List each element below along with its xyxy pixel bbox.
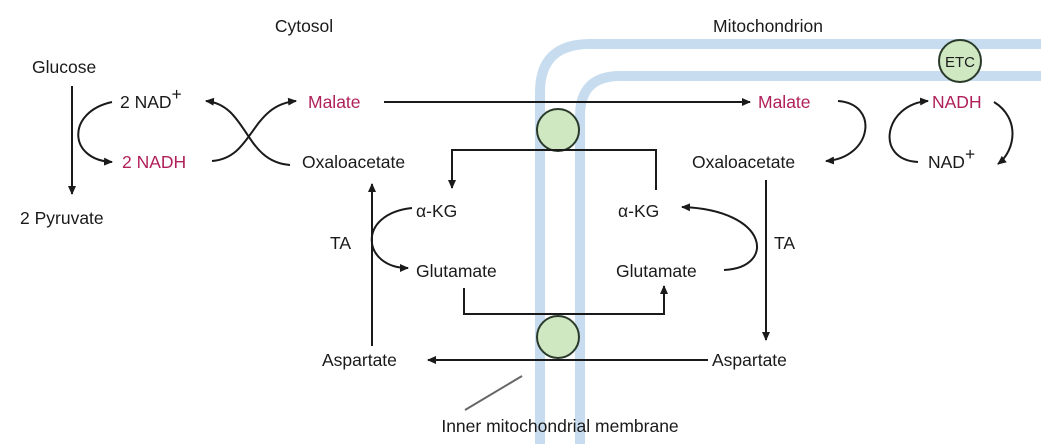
cytosol-akg-label: α-KG <box>416 201 457 221</box>
mito-nadh-to-nad-arrow <box>993 101 1014 165</box>
text-fragment: α <box>416 201 426 221</box>
cytosol-glutamate-label: Glutamate <box>416 261 497 281</box>
text-fragment: + <box>172 84 182 104</box>
pyruvate-label: 2 Pyruvate <box>20 208 104 228</box>
mito-nad-label: NAD+ <box>928 144 975 172</box>
membrane-label: Inner mitochondrial membrane <box>441 416 678 436</box>
mito-ta-label: TA <box>774 233 795 253</box>
text-fragment: NAD <box>928 152 965 172</box>
mito-nadh-label: NADH <box>932 92 982 112</box>
text-fragment: α <box>618 201 628 221</box>
cyto-ta-akg-to-glu-arc <box>370 207 413 272</box>
cytosol-aspartate-label: Aspartate <box>322 350 397 370</box>
mito-ta-glu-to-akg-arc <box>681 203 759 271</box>
malate-akg-antiporter <box>536 108 580 152</box>
inner-mitochondrial-membrane <box>535 39 1041 444</box>
mito-malate-label: Malate <box>758 92 811 112</box>
text-fragment: -KG <box>628 201 659 221</box>
cytosol-oxaloacetate-label: Oxaloacetate <box>302 152 405 172</box>
mito-aspartate-label: Aspartate <box>712 350 787 370</box>
glutamate-aspartate-antiporter <box>536 315 580 359</box>
etc-complex <box>938 39 982 83</box>
cyto-mdh-arc-red <box>211 97 297 162</box>
mito-mdh-arc-ox <box>825 100 867 165</box>
membrane-pointer-line <box>464 375 523 411</box>
mito-akg-label: α-KG <box>618 201 659 221</box>
mito-oxaloacetate-label: Oxaloacetate <box>692 152 795 172</box>
text-fragment: -KG <box>426 201 457 221</box>
glycolysis-nadh-label: 2 NADH <box>122 152 186 172</box>
mito-mdh-arc-nad <box>888 97 929 163</box>
glycolysis-nad-label: 2 NAD+ <box>120 84 182 112</box>
akg-export-arrow <box>448 149 657 190</box>
glutamate-import-arrow <box>463 285 668 315</box>
text-fragment: 2 NAD <box>120 92 172 112</box>
cyto-mdh-arc-ox <box>205 97 291 166</box>
glycolysis-nad-curve <box>77 101 113 166</box>
etc-label: ETC <box>945 54 975 71</box>
mitochondrion-title: Mitochondrion <box>713 16 823 36</box>
cytosol-malate-label: Malate <box>308 92 361 112</box>
cytosol-ta-label: TA <box>330 233 351 253</box>
text-fragment: + <box>965 144 975 164</box>
cytosol-title: Cytosol <box>275 16 333 36</box>
glucose-label: Glucose <box>32 57 96 77</box>
mito-glutamate-label: Glutamate <box>616 261 697 281</box>
